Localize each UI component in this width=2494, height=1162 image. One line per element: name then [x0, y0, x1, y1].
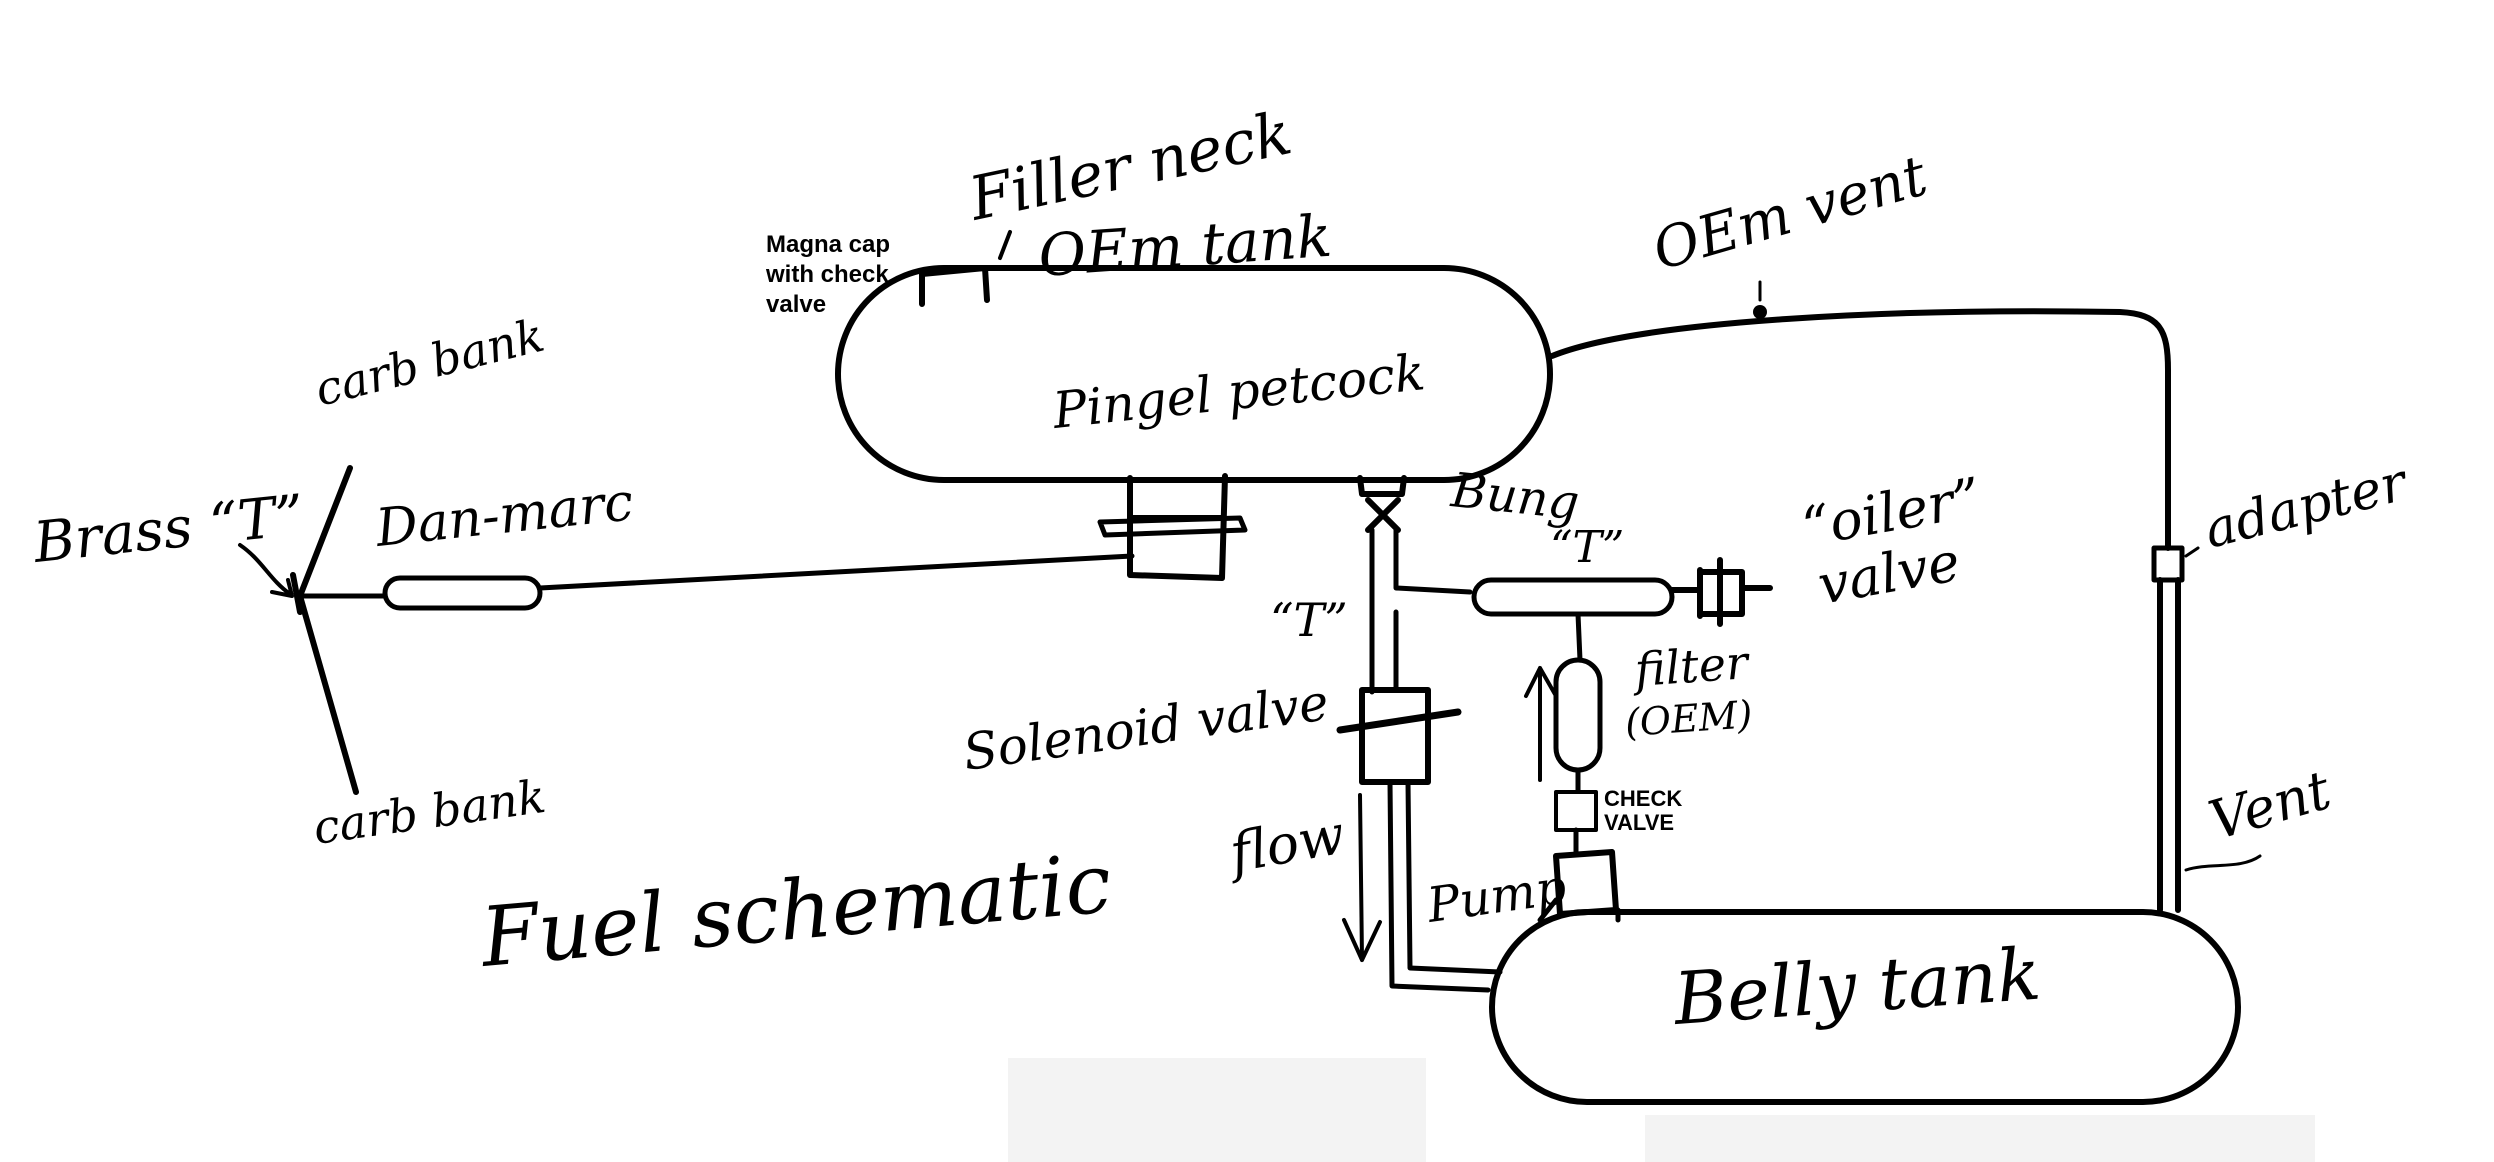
- bung: [1357, 475, 1407, 497]
- solenoid-lever: [1336, 708, 1462, 734]
- label-filter-2: (OEM): [1624, 692, 1754, 745]
- label-t-lower: “T”: [1270, 593, 1348, 647]
- label-oem-vent: OEm vent: [1646, 143, 1935, 283]
- vent-adapter: [2151, 545, 2185, 583]
- brass-t: [290, 465, 359, 795]
- bung-valve: [1365, 497, 1401, 533]
- magna-cap: [919, 265, 990, 307]
- flow-up-arrow: [1524, 666, 1558, 782]
- vent-pipe: [2157, 577, 2181, 913]
- label-check-valve-1: CHECK: [1604, 786, 1682, 811]
- label-magna-cap-1: Magna cap: [766, 231, 890, 258]
- label-oem-tank: OEm tank: [1036, 202, 1334, 290]
- vent-pointer: [2184, 854, 2262, 872]
- oem-vent-point: [1753, 305, 1767, 319]
- filler-neck-pointer: [998, 230, 1012, 260]
- return-pipe: [1387, 779, 1503, 993]
- oiler-valve: [1669, 557, 1773, 627]
- label-adapter: adapter: [2199, 452, 2416, 561]
- label-carb-bank-bottom: carb bank: [310, 769, 549, 855]
- label-fuel-schematic: Fuel schematic: [475, 836, 1114, 986]
- label-carb-bank-top: carb bank: [310, 308, 550, 417]
- dan-marc-filter: [382, 575, 543, 611]
- petcock-lever: [1097, 515, 1248, 538]
- adapter-pointer: [2184, 546, 2200, 558]
- oem-vent-line: [1549, 308, 2171, 551]
- label-belly-tank: Belly tank: [1669, 932, 2043, 1042]
- scan-smudge: [1008, 1058, 1426, 1162]
- carb-feed-line: [297, 553, 1135, 599]
- upper-t-fitting: [1471, 577, 1675, 617]
- scan-smudge: [1645, 1115, 2315, 1162]
- check-valve: [1554, 790, 1598, 832]
- label-dan-marc: Dan-marc: [372, 472, 636, 559]
- belly-tank: [1489, 909, 2241, 1105]
- flow-down-arrow: [1342, 793, 1382, 962]
- petcock-body: [1127, 473, 1228, 581]
- label-vent: Vent: [2202, 758, 2337, 852]
- label-solenoid-valve: Solenoid valve: [960, 673, 1333, 782]
- brass-t-arrow: [238, 543, 294, 598]
- label-check-valve-2: VALVE: [1604, 810, 1674, 835]
- label-magna-cap-2: with check: [765, 261, 889, 288]
- oem-tank: [835, 265, 1553, 483]
- filter-branch: [1575, 611, 1583, 663]
- main-drop-pipe: [1369, 527, 1473, 695]
- label-brass-t: Brass “T”: [30, 483, 308, 576]
- solenoid-valve: [1359, 687, 1431, 785]
- label-pingel-petcock: Pingel petcock: [1049, 343, 1427, 440]
- filter-oem: [1553, 657, 1603, 773]
- label-t-upper: “T”: [1550, 522, 1624, 573]
- label-flow: flow: [1221, 803, 1349, 886]
- label-bung: Bung: [1448, 462, 1582, 531]
- label-filter-1: filter: [1630, 635, 1753, 697]
- label-magna-cap-3: valve: [766, 291, 826, 318]
